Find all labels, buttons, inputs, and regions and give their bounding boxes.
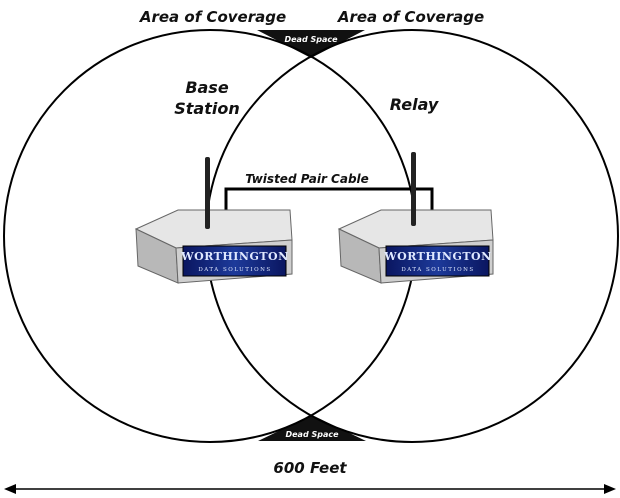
arrowhead-left-icon [4, 484, 16, 494]
arrowhead-right-icon [604, 484, 616, 494]
dead-space-bottom-region [258, 415, 366, 441]
distance-label: 600 Feet [273, 459, 347, 477]
base-station-label-line1: Base [185, 78, 229, 97]
base-station-brand-subtitle: DATA SOLUTIONS [198, 267, 271, 273]
relay-brand: WORTHINGTON [383, 250, 491, 263]
dead-space-top-region [257, 30, 365, 58]
base-station-label-line2: Station [174, 99, 239, 118]
base-station-antenna-icon [205, 157, 210, 229]
distance-arrow [4, 484, 616, 494]
base-station-brand: WORTHINGTON [180, 250, 288, 263]
relay-brand-subtitle: DATA SOLUTIONS [401, 267, 474, 273]
base-station-panel [182, 245, 287, 277]
cable-label: Twisted Pair Cable [245, 172, 369, 186]
relay-label: Relay [390, 95, 439, 114]
relay-device: WORTHINGTON DATA SOLUTIONS [337, 152, 494, 284]
dead-space-top-label: Dead Space [284, 35, 338, 44]
relay-antenna-icon [411, 152, 416, 226]
coverage-right-label: Area of Coverage [337, 8, 484, 26]
coverage-left-label: Area of Coverage [139, 8, 286, 26]
twisted-pair-cable-line [224, 187, 434, 218]
base-station-device: WORTHINGTON DATA SOLUTIONS [134, 157, 293, 284]
dead-space-bottom-label: Dead Space [285, 430, 339, 439]
relay-panel [385, 245, 490, 277]
